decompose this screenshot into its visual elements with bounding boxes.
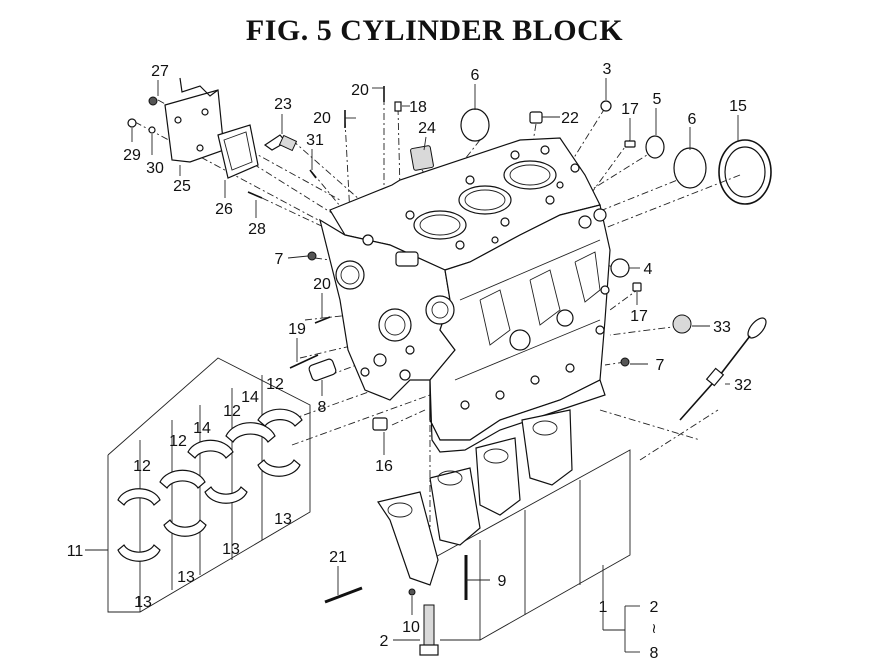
callout-labels: 27 29 30 25 26 28 23 31 20 20 18 24 6 22…: [67, 61, 752, 662]
stud-20c: [314, 316, 331, 324]
plug-18: [394, 101, 402, 112]
callout-7-right: 7: [656, 357, 665, 374]
studs-20: [344, 86, 385, 128]
callout-2-bolt: 2: [380, 633, 389, 650]
callout-6-left: 6: [471, 67, 480, 84]
callout-15: 15: [729, 98, 747, 115]
callout-29: 29: [123, 147, 141, 164]
callout-13-a: 13: [274, 511, 292, 528]
pin-17a: [624, 140, 636, 148]
callout-30: 30: [146, 160, 164, 177]
callout-range-end-8: 8: [650, 645, 659, 662]
plug-24: [410, 145, 434, 171]
callout-8: 8: [318, 399, 327, 416]
callout-13-b: 13: [222, 541, 240, 558]
callout-20-top: 20: [351, 82, 369, 99]
callout-19: 19: [288, 321, 306, 338]
callout-27: 27: [151, 63, 169, 80]
callout-31: 31: [306, 132, 324, 149]
plug-3: [600, 100, 612, 112]
oring-4: [610, 258, 630, 278]
callout-23: 23: [274, 96, 292, 113]
figure-title: FIG. 5 CYLINDER BLOCK: [245, 14, 624, 47]
callout-1: 1: [599, 599, 608, 616]
callout-13-c: 13: [177, 569, 195, 586]
nut-7b: [620, 357, 630, 367]
callout-14-b: 14: [193, 420, 211, 437]
pin-17b: [632, 282, 642, 292]
bearing-group-bracket: [85, 357, 311, 613]
callout-9: 9: [498, 573, 507, 590]
main-bearing-caps: [377, 409, 573, 586]
bolt-2: [419, 604, 439, 656]
callout-11: 11: [67, 543, 84, 560]
plug-6b: [673, 147, 707, 189]
callout-4: 4: [644, 261, 653, 278]
pin-31: [309, 169, 317, 179]
callout-32: 32: [734, 377, 752, 394]
plug-33: [672, 314, 692, 334]
callout-28: 28: [248, 221, 266, 238]
bolt-27: [148, 96, 158, 106]
callout-18: 18: [409, 99, 427, 116]
cylinder-block: [319, 137, 611, 453]
callout-5: 5: [653, 91, 662, 108]
dipstick-32: [679, 317, 767, 421]
callout-17-mid: 17: [630, 308, 648, 325]
callout-20-low: 20: [313, 276, 331, 293]
nut-7a: [307, 251, 317, 261]
callout-12-d: 12: [133, 458, 151, 475]
callout-25: 25: [173, 178, 191, 195]
plug-6a: [460, 108, 490, 142]
callout-17-top: 17: [621, 101, 639, 118]
callout-range-tilde: ≀: [651, 620, 656, 636]
bearing-shells: [117, 408, 303, 562]
callout-14-a: 14: [241, 389, 259, 406]
gasket-26: [217, 124, 259, 179]
callout-10: 10: [402, 619, 420, 636]
washer-30: [148, 126, 156, 134]
callout-12-a: 12: [266, 376, 284, 393]
sleeve-8: [308, 358, 337, 382]
bushing-16: [372, 417, 388, 431]
callout-16: 16: [375, 458, 393, 475]
bracket-25: [164, 77, 225, 163]
stud-19: [289, 354, 319, 369]
plug-5: [645, 135, 665, 159]
plug-22: [529, 111, 543, 124]
callout-20-mid: 20: [313, 110, 331, 127]
nut-29: [127, 118, 137, 128]
callout-24: 24: [418, 120, 436, 137]
callout-6-right: 6: [688, 111, 697, 128]
callout-12-c: 12: [169, 433, 187, 450]
callout-21: 21: [329, 549, 347, 566]
stud-28: [247, 191, 263, 199]
callout-22: 22: [561, 110, 579, 127]
callout-7-left: 7: [275, 251, 284, 268]
callout-13-d: 13: [134, 594, 152, 611]
fitting-23: [263, 134, 298, 152]
oil-seal-15: [718, 139, 772, 205]
callout-33: 33: [713, 319, 731, 336]
stud-21: [324, 586, 363, 604]
leader-lines: [131, 78, 739, 641]
caps-group-bracket: [429, 449, 640, 653]
callout-26: 26: [215, 201, 233, 218]
washer-10: [408, 588, 416, 596]
callout-12-b: 12: [223, 403, 241, 420]
callout-3: 3: [603, 61, 612, 78]
callout-range-start-2: 2: [650, 599, 659, 616]
